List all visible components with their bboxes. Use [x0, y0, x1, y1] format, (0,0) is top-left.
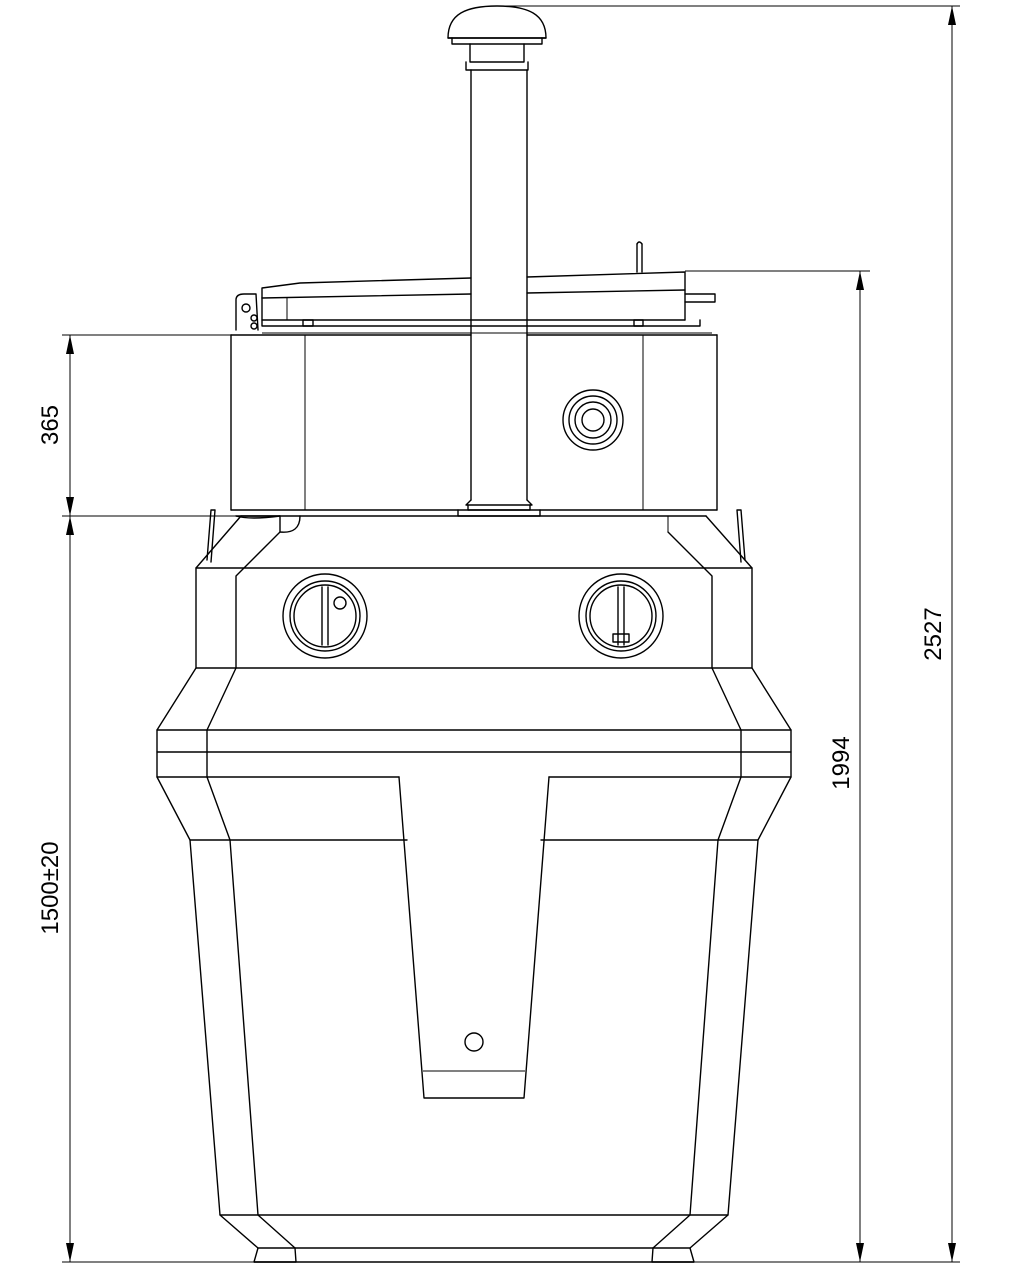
side-port-fitting	[562, 389, 624, 451]
vent-cap	[447, 5, 547, 71]
lid	[261, 241, 716, 334]
central-recess	[398, 776, 550, 1099]
upper-chamber	[230, 334, 718, 511]
hinge	[235, 293, 259, 331]
dimension-1500: 1500±20	[37, 516, 254, 1263]
dimension-365: 365	[37, 334, 241, 517]
dimension-1994: 1994	[685, 270, 870, 1263]
dimension-2527: 2527	[497, 5, 960, 1263]
dimension-1994-label: 1994	[828, 736, 855, 789]
dimension-1500-label: 1500±20	[37, 841, 64, 934]
tank-body	[156, 509, 792, 1263]
dimension-365-label: 365	[37, 405, 64, 445]
dimension-2527-label: 2527	[920, 607, 947, 660]
outlet-port-right	[578, 573, 664, 659]
inlet-port-left	[282, 573, 368, 659]
